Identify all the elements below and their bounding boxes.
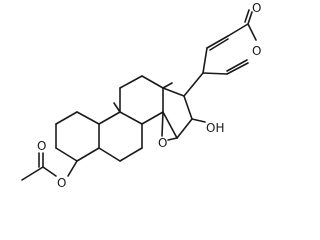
hydroxyl-bond [191, 118, 206, 123]
acetate-group [21, 152, 78, 181]
ring-b [98, 111, 143, 162]
ring-oxygen-label: O [252, 44, 261, 58]
methyl-c10 [113, 102, 121, 113]
ring-c [119, 75, 164, 125]
ring-a [55, 111, 100, 162]
epoxide-oxygen-label: O [158, 136, 167, 150]
carbonyl-oxygen-label: O [252, 1, 261, 15]
structure-svg: O O OH O O O [21, 1, 261, 190]
hydroxyl-label: OH [206, 121, 224, 135]
epoxide-ring [161, 111, 178, 141]
ester-oxygen-label: O [57, 176, 66, 190]
pyranone-ring [183, 9, 257, 97]
molecule-diagram: O O OH O O O [21, 1, 261, 190]
methyl-c13 [162, 82, 173, 89]
ring-d [162, 87, 193, 139]
carbonyl-ester-oxygen-label: O [37, 139, 46, 153]
